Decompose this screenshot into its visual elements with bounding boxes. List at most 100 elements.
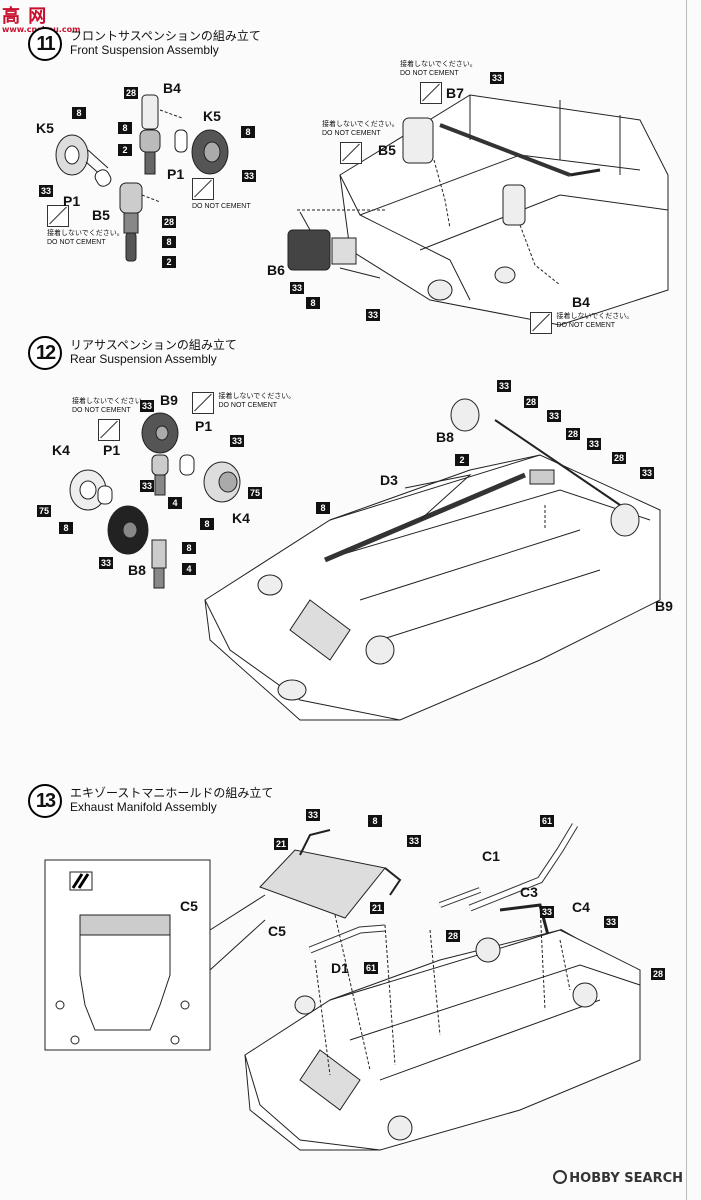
- paint-code-badge: 8: [241, 126, 255, 138]
- step-13-number: 13: [28, 784, 62, 818]
- no-cement-en: DO NOT CEMENT: [72, 407, 131, 414]
- part-label-c3: C3: [520, 884, 538, 900]
- no-glue-icon: [192, 178, 214, 200]
- paint-code-badge: 28: [566, 428, 580, 440]
- paint-code-badge: 33: [490, 72, 504, 84]
- page-edge: [686, 0, 687, 1200]
- no-cement-note: 接着しないでください。 DO NOT CEMENT: [47, 205, 124, 247]
- paint-code-badge: 33: [640, 467, 654, 479]
- front-suspension-parts: [56, 95, 228, 261]
- part-label-b8: B8: [436, 429, 454, 445]
- paint-code-badge: 33: [604, 916, 618, 928]
- paint-code-badge: 33: [366, 309, 380, 321]
- part-label-c4: C4: [572, 899, 590, 915]
- paint-code-badge: 75: [37, 505, 51, 517]
- paint-code-badge: 33: [407, 835, 421, 847]
- step-12-title-en: Rear Suspension Assembly: [70, 352, 217, 366]
- paint-code-badge: 28: [446, 930, 460, 942]
- paint-code-badge: 33: [140, 480, 154, 492]
- paint-code-badge: 8: [162, 236, 176, 248]
- paint-code-badge: 28: [524, 396, 538, 408]
- no-cement-jp: 接着しないでください。: [400, 60, 477, 68]
- paint-code-badge: 33: [140, 400, 154, 412]
- no-cement-note: 接着しないでください。 DO NOT CEMENT: [192, 392, 295, 416]
- paint-code-badge: 2: [455, 454, 469, 466]
- front-body-illustration: [288, 95, 668, 325]
- part-label-k5: K5: [203, 108, 221, 124]
- paint-code-badge: 28: [651, 968, 665, 980]
- heat-shield-part: [260, 830, 400, 918]
- heat-shield-inset: [45, 860, 265, 1050]
- paint-code-badge: 28: [162, 216, 176, 228]
- paint-code-badge: 8: [200, 518, 214, 530]
- no-cement-en: DO NOT CEMENT: [400, 70, 459, 77]
- hobby-search-logo: HOBBY SEARCH: [553, 1170, 683, 1186]
- paint-code-badge: 2: [118, 144, 132, 156]
- part-label-b9: B9: [655, 598, 673, 614]
- paint-code-badge: 8: [118, 122, 132, 134]
- paint-code-badge: 21: [274, 838, 288, 850]
- paint-code-badge: 8: [59, 522, 73, 534]
- paint-code-badge: 33: [547, 410, 561, 422]
- logo-mark-icon: [553, 1170, 568, 1184]
- no-cement-en: DO NOT CEMENT: [322, 130, 381, 137]
- no-glue-icon: [192, 392, 214, 414]
- step-11-title-en: Front Suspension Assembly: [70, 43, 219, 57]
- paint-code-badge: 75: [248, 487, 262, 499]
- part-label-d3: D3: [380, 472, 398, 488]
- part-label-k4: K4: [52, 442, 70, 458]
- part-label-d1: D1: [331, 960, 349, 976]
- part-label-b7: B7: [446, 85, 464, 101]
- no-glue-icon: [98, 419, 120, 441]
- logo-text: HOBBY SEARCH: [569, 1171, 683, 1186]
- paint-code-badge: 2: [162, 256, 176, 268]
- paint-code-badge: 61: [540, 815, 554, 827]
- paint-code-badge: 8: [306, 297, 320, 309]
- paint-code-badge: 8: [182, 542, 196, 554]
- paint-code-badge: 8: [316, 502, 330, 514]
- no-cement-en: DO NOT CEMENT: [556, 322, 616, 329]
- part-label-b9: B9: [160, 392, 178, 408]
- paint-code-badge: 28: [612, 452, 626, 464]
- part-label-b4: B4: [163, 80, 181, 96]
- rear-suspension-parts: [70, 413, 240, 588]
- exhaust-body-illustration: [245, 905, 640, 1150]
- part-label-p1: P1: [167, 166, 185, 182]
- no-cement-jp: 接着しないでください。: [322, 120, 399, 128]
- paint-code-badge: 33: [290, 282, 304, 294]
- paint-code-badge: 21: [370, 902, 384, 914]
- no-cement-note: 接着しないでください。 DO NOT CEMENT: [322, 120, 399, 166]
- paint-code-badge: 33: [587, 438, 601, 450]
- watermark-text: 高 网: [2, 6, 48, 27]
- paint-code-badge: 28: [124, 87, 138, 99]
- paint-code-badge: 4: [182, 563, 196, 575]
- part-label-b5: B5: [378, 142, 396, 158]
- no-cement-en: DO NOT CEMENT: [192, 203, 251, 210]
- paint-code-badge: 8: [72, 107, 86, 119]
- part-label-c5: C5: [268, 923, 286, 939]
- part-label-p1: P1: [103, 442, 121, 458]
- step-13-title-jp: エキゾーストマニホールドの組み立て: [70, 786, 274, 800]
- part-label-k4: K4: [232, 510, 250, 526]
- no-cement-en: DO NOT CEMENT: [47, 239, 106, 246]
- paint-code-badge: 33: [242, 170, 256, 182]
- step-12-title-jp: リアサスペンションの組み立て: [70, 338, 237, 352]
- no-cement-jp: 接着しないでください。: [556, 312, 634, 320]
- step-12-number: 12: [28, 336, 62, 370]
- no-cement-en: DO NOT CEMENT: [218, 402, 278, 409]
- no-cement-jp: 接着しないでください。: [72, 397, 149, 405]
- part-label-p1: P1: [195, 418, 213, 434]
- no-cement-note: 接着しないでください。 DO NOT CEMENT: [400, 60, 477, 106]
- no-glue-icon: [420, 82, 442, 104]
- no-cement-note: DO NOT CEMENT: [192, 178, 251, 211]
- paint-code-badge: 4: [168, 497, 182, 509]
- part-label-c5: C5: [180, 898, 198, 914]
- step-11-number: 11: [28, 27, 62, 61]
- step-11-title-jp: フロントサスペンションの組み立て: [70, 29, 261, 43]
- part-label-p1: P1: [63, 193, 81, 209]
- paint-code-badge: 33: [230, 435, 244, 447]
- part-label-c1: C1: [482, 848, 500, 864]
- paint-code-badge: 33: [497, 380, 511, 392]
